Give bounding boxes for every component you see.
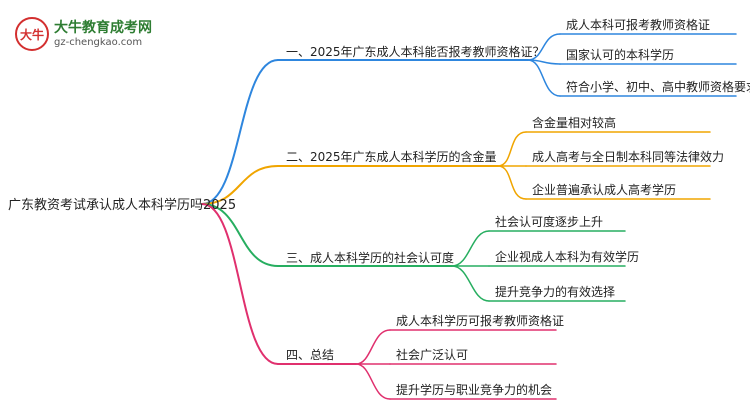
leaf-1-2: 国家认可的本科学历	[566, 48, 675, 62]
leaf-2-1: 含金量相对较高	[532, 116, 617, 130]
leaf-connector-1-3	[527, 59, 561, 97]
svg-text:大牛: 大牛	[20, 27, 44, 42]
leaf-connector-2-1	[497, 131, 527, 167]
root-topic: 广东教资考试承认成人本科学历吗2025	[8, 198, 237, 213]
leaf-3-2: 企业视成人本科为有效学历	[495, 250, 640, 264]
logo-name: 大牛教育成考网	[54, 20, 152, 36]
leaf-3-3: 提升竞争力的有效选择	[495, 285, 616, 299]
site-logo[interactable]: 大牛 大牛教育成考网 gz-chengkao.com	[6, 8, 166, 52]
leaf-2-2: 成人高考与全日制本科同等法律效力	[532, 150, 725, 164]
branch-label-1: 一、2025年广东成人本科能否报考教师资格证？	[286, 45, 545, 59]
branch-label-2: 二、2025年广东成人本科学历的含金量	[286, 150, 497, 164]
leaf-1-1: 成人本科可报考教师资格证	[566, 18, 711, 32]
leaf-3-1: 社会认可度逐步上升	[495, 215, 604, 229]
branch-connector-1	[201, 59, 279, 205]
branch-connector-3	[201, 203, 279, 267]
leaf-connector-1-1	[527, 33, 561, 61]
branch-label-4: 四、总结	[286, 348, 335, 362]
leaf-4-1: 成人本科学历可报考教师资格证	[396, 314, 565, 328]
leaf-connector-3-1	[451, 230, 490, 267]
logo-url: gz-chengkao.com	[54, 37, 143, 48]
leaf-connector-3-3	[451, 265, 490, 302]
leaf-4-3: 提升学历与职业竞争力的机会	[396, 383, 553, 397]
logo-mark-icon: 大牛	[15, 17, 49, 51]
branch-label-3: 三、成人本科学历的社会认可度	[286, 251, 455, 265]
leaf-connector-4-1	[355, 329, 391, 365]
leaf-connector-4-3	[355, 363, 391, 400]
leaf-connector-2-3	[497, 165, 527, 200]
leaf-2-3: 企业普遍承认成人高考学历	[532, 183, 677, 197]
leaf-1-3: 符合小学、初中、高中教师资格要求	[566, 80, 750, 94]
leaf-4-2: 社会广泛认可	[396, 348, 469, 362]
branch-connector-4	[201, 203, 279, 365]
branch-connector-2	[201, 165, 279, 205]
